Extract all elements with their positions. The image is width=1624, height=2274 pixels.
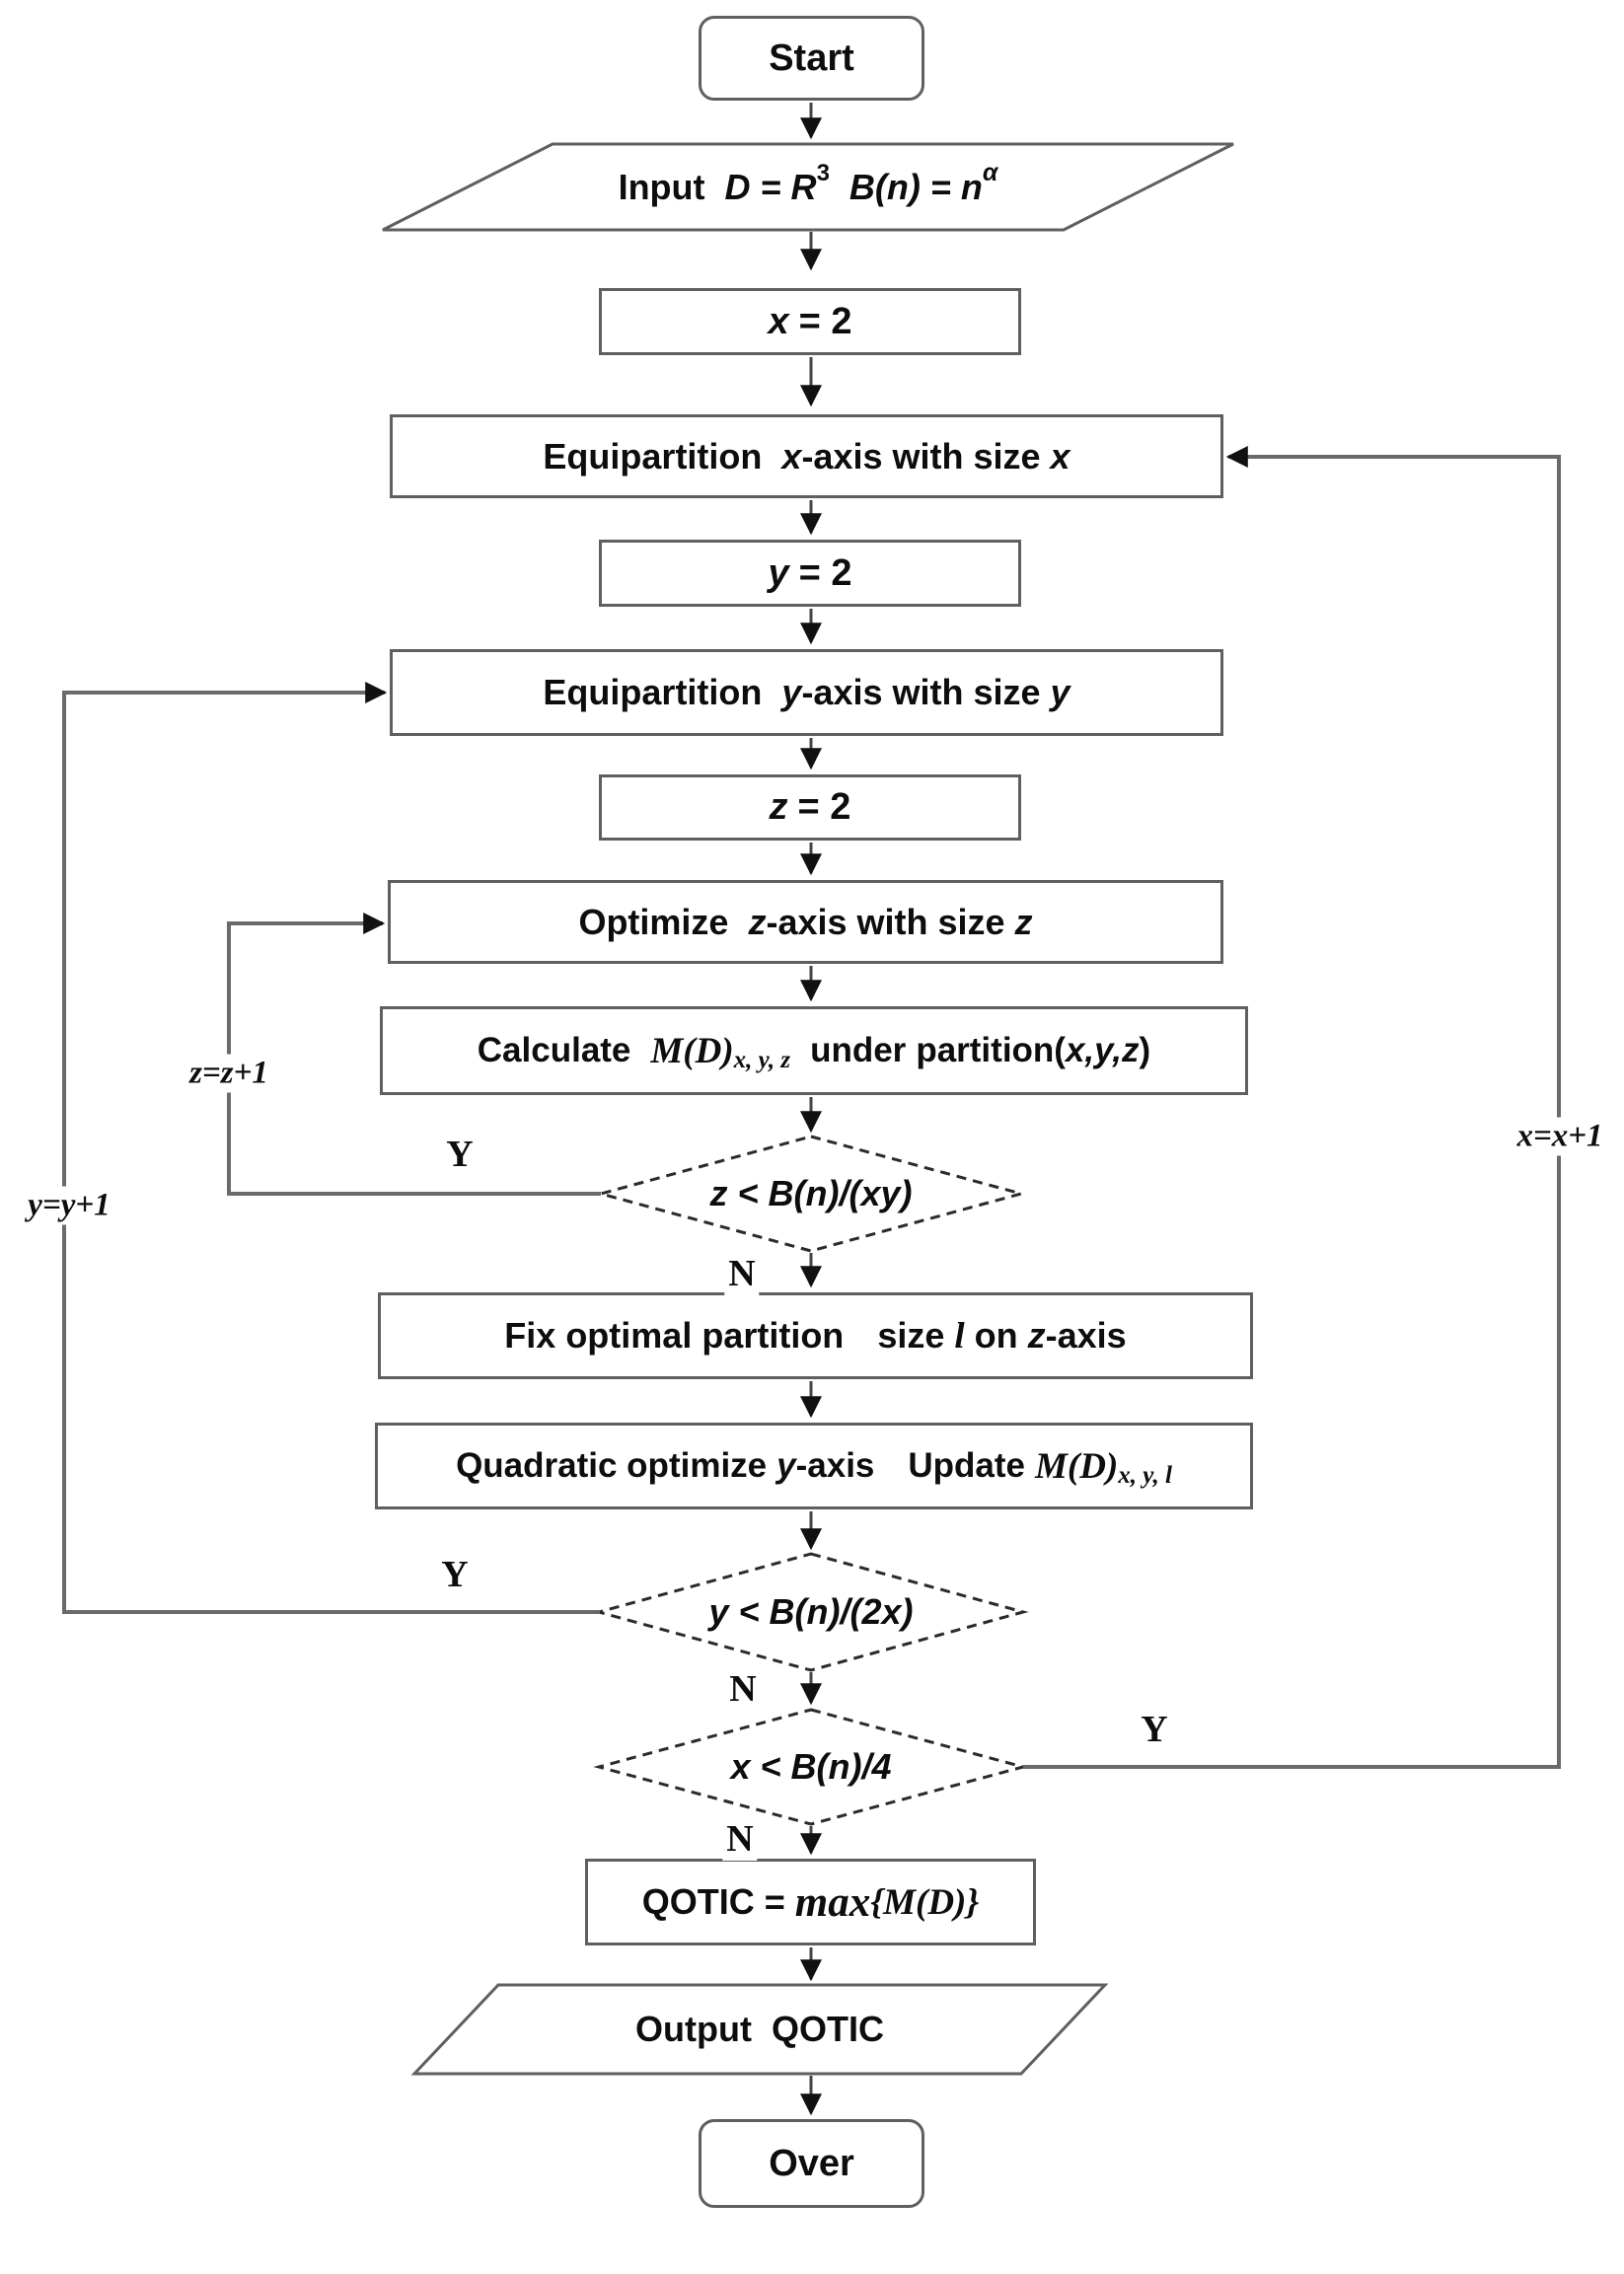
qotic-argument: {M(D)} xyxy=(870,1881,980,1923)
start-node: Start xyxy=(699,16,924,101)
decision-x-condition: x < B(n)/4 xyxy=(730,1746,892,1787)
optimize-z-var1: z xyxy=(748,901,767,942)
output-text1: Output xyxy=(635,2009,752,2049)
input-node: Input D = R 3 B(n) = n α xyxy=(383,144,1233,230)
input-expr2: B(n) = n xyxy=(849,166,983,207)
input-expr2-superscript: α xyxy=(982,159,998,186)
loop-x-increment-line xyxy=(1023,446,1561,1769)
equipartition-x-var2: x xyxy=(1050,435,1070,477)
optimize-z-node: Optimize z -axis with size z xyxy=(388,880,1223,964)
decision-x-node: x < B(n)/4 xyxy=(599,1710,1023,1824)
equipartition-y-text1: Equipartition xyxy=(543,672,763,712)
init-x-var: x xyxy=(768,300,789,342)
equipartition-y-node: Equipartition y -axis with size y xyxy=(390,649,1223,736)
equipartition-x-text2: -axis with size xyxy=(801,435,1041,477)
loop-y-increment-line xyxy=(62,682,600,1614)
decision-x-yes-label: Y xyxy=(1137,1708,1172,1751)
quadratic-text2: -axis xyxy=(795,1446,875,1485)
over-label: Over xyxy=(769,2142,854,2184)
input-keyword: Input xyxy=(618,166,705,207)
qotic-node: QOTIC = max {M(D)} xyxy=(585,1859,1036,1945)
fix-size-var: l xyxy=(954,1315,965,1357)
fix-text1: Fix optimal partition xyxy=(504,1315,845,1356)
quadratic-text3: Update xyxy=(908,1446,1026,1485)
qotic-max: max xyxy=(794,1878,871,1926)
equipartition-x-node: Equipartition x -axis with size x xyxy=(390,414,1223,498)
calculate-node: Calculate M(D) x, y, z under partition( … xyxy=(380,1006,1248,1095)
output-node: Output QOTIC xyxy=(414,1985,1105,2074)
output-text2: QOTIC xyxy=(771,2009,884,2049)
init-y-value: = 2 xyxy=(798,551,852,594)
output-parallelogram-shape xyxy=(410,1983,1109,2076)
optimize-z-text2: -axis with size xyxy=(766,901,1005,942)
equipartition-x-text1: Equipartition xyxy=(543,435,763,477)
init-y-node: y = 2 xyxy=(599,540,1021,607)
init-y-var: y xyxy=(768,551,789,594)
decision-y-shape xyxy=(593,1552,1029,1672)
quadratic-optimize-node: Quadratic optimize y -axis Update M(D) x… xyxy=(375,1423,1253,1509)
optimize-z-text1: Optimize xyxy=(578,901,729,942)
start-label: Start xyxy=(769,37,854,79)
calculate-measure-subscript: x, y, z xyxy=(733,1047,791,1073)
init-x-node: x = 2 xyxy=(599,288,1021,355)
input-expr1: D = R xyxy=(724,166,817,207)
init-z-value: = 2 xyxy=(797,786,851,828)
input-parallelogram-shape xyxy=(382,142,1234,232)
quadratic-measure: M(D) xyxy=(1035,1445,1119,1487)
fix-partition-node: Fix optimal partition size l on z -axis xyxy=(378,1292,1253,1379)
decision-x-no-label: N xyxy=(722,1817,758,1861)
z-increment-label: z=z+1 xyxy=(185,1054,273,1093)
x-increment-label: x=x+1 xyxy=(1512,1117,1608,1156)
equipartition-y-var1: y xyxy=(781,672,802,712)
quadratic-measure-subscript: x, y, l xyxy=(1118,1462,1172,1489)
decision-z-condition: z < B(n)/(xy) xyxy=(709,1173,913,1213)
init-x-value: = 2 xyxy=(798,300,852,342)
equipartition-x-var1: x xyxy=(781,435,802,477)
decision-y-node: y < B(n)/(2x) xyxy=(599,1554,1023,1670)
calculate-text2: under xyxy=(810,1031,907,1069)
decision-z-node: z < B(n)/(xy) xyxy=(601,1137,1021,1251)
input-expr1-superscript: 3 xyxy=(816,159,830,186)
decision-y-no-label: N xyxy=(725,1667,761,1711)
fix-text4: -axis xyxy=(1045,1315,1127,1356)
calculate-measure: M(D) xyxy=(650,1030,734,1071)
quadratic-var1: y xyxy=(776,1446,796,1485)
calculate-vars: x,y,z xyxy=(1065,1031,1140,1069)
optimize-z-var2: z xyxy=(1014,901,1033,942)
decision-z-no-label: N xyxy=(724,1252,760,1295)
quadratic-text1: Quadratic optimize xyxy=(456,1446,768,1485)
over-node: Over xyxy=(699,2119,924,2208)
decision-z-shape xyxy=(595,1135,1027,1253)
qotic-text1: QOTIC = xyxy=(641,1881,785,1922)
equipartition-y-var2: y xyxy=(1050,672,1070,712)
calculate-text3: partition( xyxy=(916,1031,1066,1069)
init-z-var: z xyxy=(769,786,788,828)
y-increment-label: y=y+1 xyxy=(23,1186,115,1225)
calculate-text1: Calculate xyxy=(477,1031,631,1069)
init-z-node: z = 2 xyxy=(599,774,1021,841)
decision-y-yes-label: Y xyxy=(437,1553,473,1596)
fix-text2: size xyxy=(877,1315,945,1356)
fix-axis-var: z xyxy=(1027,1315,1046,1356)
decision-x-shape xyxy=(593,1708,1029,1826)
equipartition-y-text2: -axis with size xyxy=(801,672,1041,712)
decision-y-condition: y < B(n)/(2x) xyxy=(708,1591,914,1632)
decision-z-yes-label: Y xyxy=(442,1133,478,1176)
fix-text3: on xyxy=(974,1315,1018,1356)
calculate-text4: ) xyxy=(1139,1031,1151,1069)
